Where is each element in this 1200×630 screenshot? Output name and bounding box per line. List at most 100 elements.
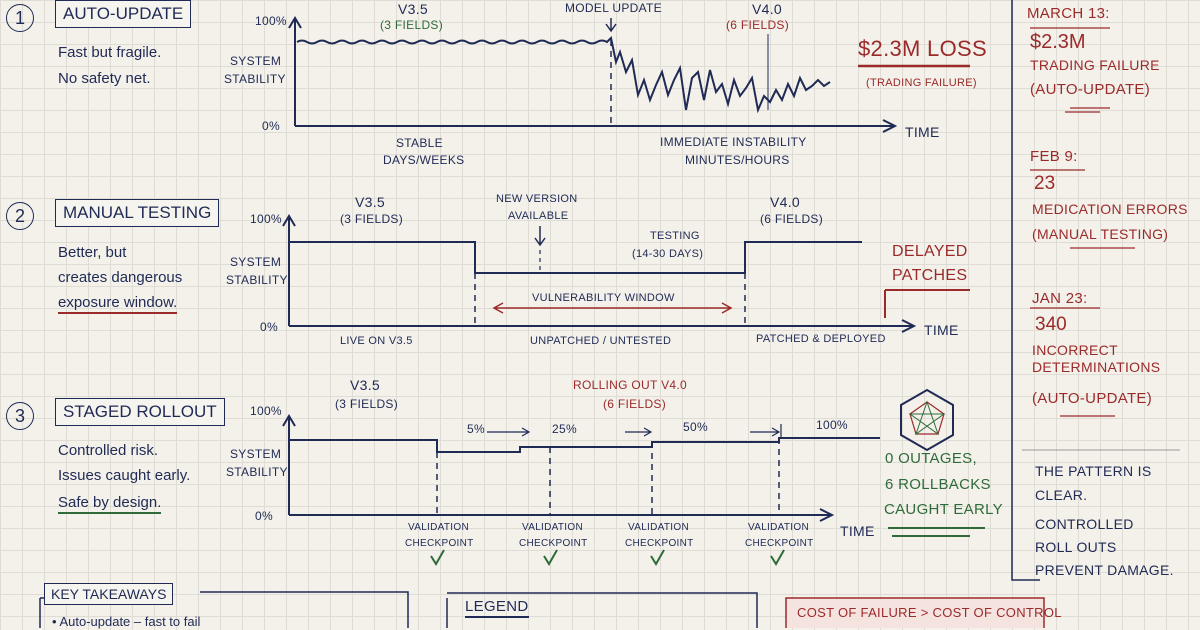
section-title: AUTO-UPDATE <box>55 0 192 28</box>
takeaway-item: • Auto-update – fast to fail <box>52 614 201 629</box>
stage-label: 50% <box>683 420 708 434</box>
version-fields: (6 FIELDS) <box>760 212 824 226</box>
s3-checkpoints <box>436 438 780 515</box>
s2-vulnerability-arrow <box>492 302 733 314</box>
incident-date: FEB 9: <box>1030 148 1078 165</box>
x-label: TIME <box>905 124 940 140</box>
incident-how: (AUTO-UPDATE) <box>1030 81 1151 98</box>
check-icons <box>430 549 785 566</box>
y-tick-0: 0% <box>260 320 278 334</box>
conclusion-text: PREVENT DAMAGE. <box>1035 562 1174 578</box>
key-takeaways-title: KEY TAKEAWAYS <box>44 583 174 605</box>
timeline-divider <box>1011 0 1040 581</box>
checkpoint-label: VALIDATION <box>408 522 469 533</box>
incident-what: INCORRECT DETERMINATIONS <box>1032 342 1161 375</box>
phase-label: MINUTES/HOURS <box>685 153 790 167</box>
checkpoint-label: VALIDATION <box>522 522 583 533</box>
event-label: AVAILABLE <box>508 210 569 222</box>
y-label: SYSTEM <box>230 54 282 68</box>
s1-x-axis <box>295 119 898 133</box>
incident-value: $2.3M <box>1030 31 1086 53</box>
step-number: 3 <box>6 402 34 430</box>
step-number: 1 <box>6 4 34 32</box>
rollout-fields: (6 FIELDS) <box>603 397 667 411</box>
s3-y-axis <box>282 414 296 515</box>
stage-label: 25% <box>552 422 577 436</box>
desc-line: Fast but fragile. <box>58 44 162 61</box>
version-label: v4.0 <box>752 1 782 17</box>
checkpoint-label: VALIDATION <box>628 522 689 533</box>
conclusion-text: ROLL OUTS <box>1035 539 1117 555</box>
checkpoint-label: CHECKPOINT <box>519 538 588 549</box>
s2-window-markers <box>474 273 746 326</box>
checkpoint-label: CHECKPOINT <box>405 538 474 549</box>
loss-note: (TRADING FAILURE) <box>866 77 977 89</box>
testing-label: TESTING <box>650 230 700 242</box>
y-label: STABILITY <box>224 72 286 86</box>
checkpoint-label: VALIDATION <box>748 522 809 533</box>
testing-label: (14-30 DAYS) <box>632 248 704 260</box>
incident-value: 340 <box>1035 314 1067 335</box>
y-tick-100: 100% <box>255 14 287 28</box>
section-title: STAGED ROLLOUT <box>55 398 225 426</box>
desc-line: Issues caught early. <box>58 467 191 484</box>
incident-how: (AUTO-UPDATE) <box>1032 390 1153 407</box>
s2-delayed-underline <box>884 289 970 318</box>
desc-line: Controlled risk. <box>58 442 159 459</box>
y-label: SYSTEM <box>230 447 282 461</box>
y-label: STABILITY <box>226 273 288 287</box>
s3-stage-arrows <box>487 424 782 438</box>
checkpoint-label: CHECKPOINT <box>745 538 814 549</box>
incident-how: (MANUAL TESTING) <box>1032 226 1169 242</box>
desc-line: No safety net. <box>58 70 151 87</box>
phase-label: IMMEDIATE INSTABILITY <box>660 135 807 149</box>
s1-y-axis <box>288 16 302 126</box>
s2-y-axis <box>282 214 296 326</box>
phase-label: LIVE ON v3.5 <box>340 335 413 347</box>
desc-line: Safe by design. <box>58 494 162 514</box>
y-tick-0: 0% <box>255 509 273 523</box>
incident-date: JAN 23: <box>1032 290 1088 307</box>
version-label: v3.5 <box>350 377 380 393</box>
desc-line: exposure window. <box>58 294 178 314</box>
stage-label: 100% <box>816 418 848 432</box>
vulnerability-window-label: VULNERABILITY WINDOW <box>532 292 675 304</box>
cost-statement: COST OF FAILURE > COST OF CONTROL <box>797 605 1062 620</box>
y-tick-100: 100% <box>250 212 282 226</box>
desc-line: creates dangerous <box>58 269 183 286</box>
incident-what: TRADING FAILURE <box>1030 57 1160 73</box>
incident-value: 23 <box>1034 173 1056 194</box>
version-label: v4.0 <box>770 194 800 210</box>
s3-result-underline <box>888 527 985 537</box>
section-title: MANUAL TESTING <box>55 199 220 227</box>
s2-new-version-arrow <box>534 226 546 247</box>
phase-label: PATCHED & DEPLOYED <box>756 333 886 345</box>
y-label: SYSTEM <box>230 255 282 269</box>
pattern-text: CLEAR. <box>1035 487 1088 503</box>
result-line: 6 ROLLBACKS <box>885 476 991 493</box>
phase-label: STABLE <box>396 136 443 150</box>
loss-amount: $2.3M LOSS <box>858 36 987 61</box>
s3-x-axis <box>289 508 835 522</box>
s2-x-axis <box>289 319 917 333</box>
network-hexagon-icon <box>900 388 954 452</box>
s1-stability-line <box>296 35 831 114</box>
x-label: TIME <box>924 322 959 338</box>
phase-label: UNPATCHED / UNTESTED <box>530 335 672 347</box>
x-label: TIME <box>840 523 875 539</box>
rollout-label: ROLLING OUT v4.0 <box>573 378 687 392</box>
version-fields: (6 FIELDS) <box>726 18 790 32</box>
legend-title: LEGEND <box>465 598 529 618</box>
checkpoint-label: CHECKPOINT <box>625 538 694 549</box>
s1-update-arrow <box>605 18 617 33</box>
desc-line: Better, but <box>58 244 127 261</box>
event-label: NEW VERSION <box>496 193 578 205</box>
version-label: v3.5 <box>355 194 385 210</box>
conclusion-text: CONTROLLED <box>1035 516 1134 532</box>
version-fields: (3 FIELDS) <box>335 397 399 411</box>
version-label: v3.5 <box>398 1 428 17</box>
phase-label: DAYS/WEEKS <box>383 153 465 167</box>
pattern-text: THE PATTERN IS <box>1035 463 1152 479</box>
y-tick-0: 0% <box>262 119 280 133</box>
